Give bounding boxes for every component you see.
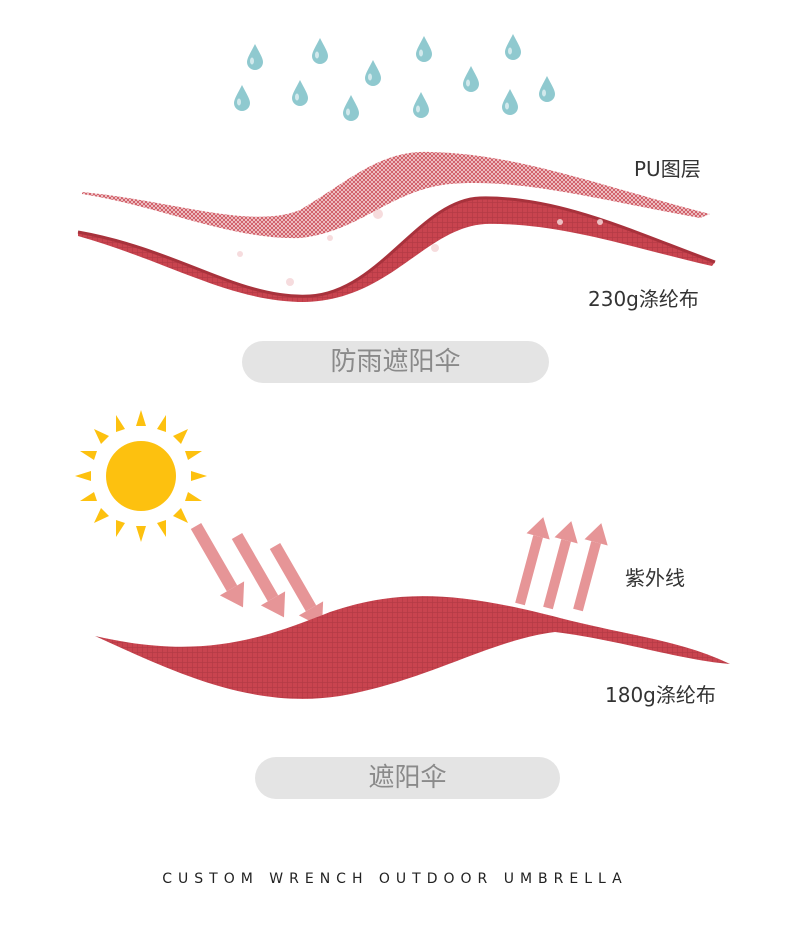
uv-incoming-rays bbox=[190, 523, 324, 628]
raindrop-icon bbox=[247, 44, 263, 70]
raindrop-icon bbox=[365, 60, 381, 86]
raindrop-icon bbox=[463, 66, 479, 92]
raindrop-icon bbox=[234, 85, 250, 111]
raindrop-icon bbox=[312, 38, 328, 64]
polyester-230g-label: 230g涤纶布 bbox=[588, 287, 699, 311]
rain-caption-pill: 防雨遮阳伞 bbox=[242, 341, 549, 383]
raindrop-icon bbox=[539, 76, 555, 102]
polyester-180g-label: 180g涤纶布 bbox=[605, 683, 716, 707]
brand-footer: CUSTOM WRENCH OUTDOOR UMBRELLA bbox=[162, 871, 628, 887]
raindrop-icon bbox=[292, 80, 308, 106]
uv-reflected-rays bbox=[515, 517, 608, 612]
pu-coating-layer bbox=[82, 151, 710, 239]
sun-caption-pill: 遮阳伞 bbox=[255, 757, 560, 799]
uv-label: 紫外线 bbox=[625, 566, 685, 590]
raindrops-group bbox=[234, 34, 555, 121]
raindrop-icon bbox=[343, 95, 359, 121]
raindrop-icon bbox=[505, 34, 521, 60]
pu-layer-label: PU图层 bbox=[634, 157, 701, 181]
raindrop-icon bbox=[416, 36, 432, 62]
raindrop-icon bbox=[413, 92, 429, 118]
raindrop-icon bbox=[502, 89, 518, 115]
sun-icon bbox=[75, 410, 207, 542]
polyester-180g-layer bbox=[95, 596, 730, 699]
